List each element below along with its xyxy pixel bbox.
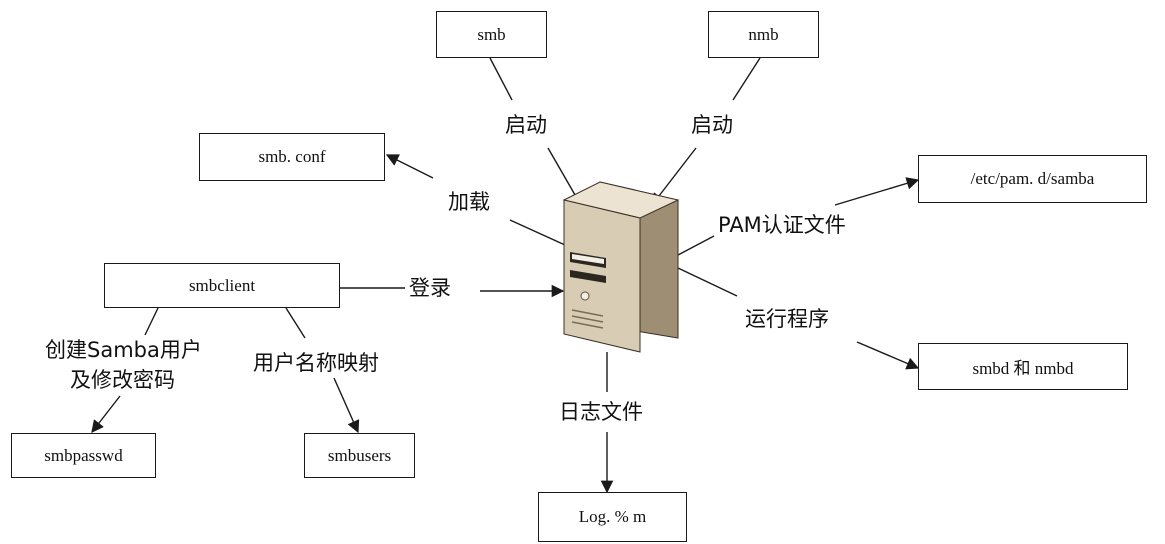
node-smbusers: smbusers [304,433,415,478]
label-username-map: 用户名称映射 [250,350,382,377]
node-smbd-nmbd: smbd 和 nmbd [918,343,1128,390]
server-tower-icon [562,181,680,353]
label-run-program: 运行程序 [742,306,832,333]
node-smbclient: smbclient [104,263,340,308]
edge-server-to-smbconf-2 [509,219,566,246]
node-nmb: nmb [708,11,819,58]
node-smb-conf: smb. conf [199,133,385,181]
label-load: 加载 [445,189,493,216]
edge-server-to-smbd-arrow [856,341,920,370]
label-log-file: 日志文件 [556,399,646,426]
edge-nmb-to-server [732,57,761,101]
label-create-user-line1: 创建Samba用户 [42,337,205,364]
node-log: Log. % m [538,492,687,542]
edge-smbclient-to-smbusers-arrow [333,377,360,434]
edge-smbclient-to-smbusers [285,307,306,339]
edge-server-to-pam-arrow [834,177,920,206]
label-create-user-line2: 及修改密码 [67,367,178,394]
edge-server-to-smbconf [385,154,434,179]
node-smb: smb [436,11,547,58]
node-smbpasswd: smbpasswd [11,433,156,478]
label-start-nmb: 启动 [688,112,736,139]
edge-smbclient-to-smbpasswd [144,307,159,336]
label-start-smb: 启动 [502,112,550,139]
edge-server-to-pam [677,235,715,256]
node-pam-samba: /etc/pam. d/samba [918,155,1147,203]
edge-smb-to-server [489,57,513,101]
label-login: 登录 [406,275,454,302]
edge-server-to-smbd [677,267,738,297]
label-pam-auth: PAM认证文件 [715,212,849,239]
edge-smbclient-to-smbpasswd-arrow [91,395,121,433]
